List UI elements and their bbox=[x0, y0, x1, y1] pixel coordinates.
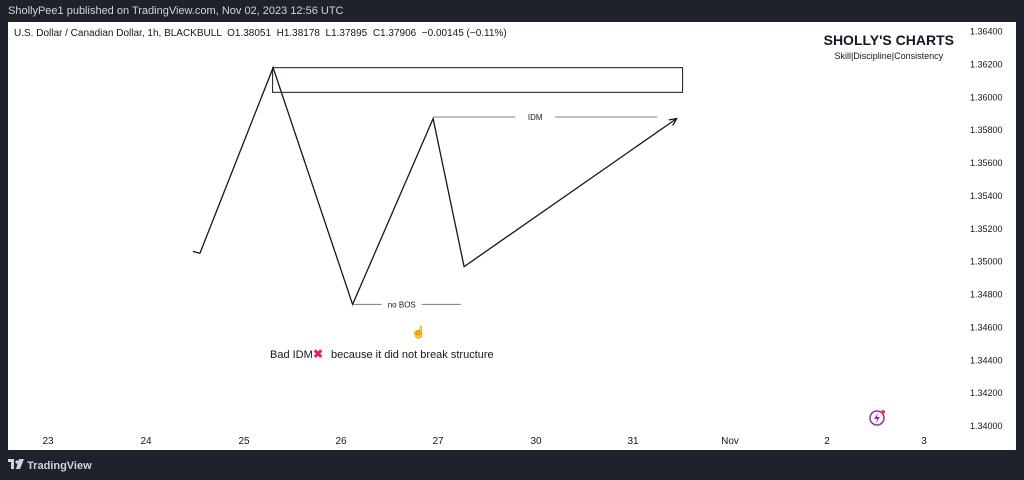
high-label: H bbox=[276, 28, 284, 39]
brand-subtitle: Skill|Discipline|Consistency bbox=[834, 51, 944, 61]
publish-bar: ShollyPee1 published on TradingView.com,… bbox=[0, 0, 1024, 22]
high-value: 1.38178 bbox=[283, 28, 320, 39]
y-tick-label: 1.34000 bbox=[970, 421, 1003, 431]
low-value: 1.37895 bbox=[331, 28, 368, 39]
y-tick-label: 1.35000 bbox=[970, 257, 1003, 267]
brand-watermark: SHOLLY'S CHARTS Skill|Discipline|Consist… bbox=[824, 32, 954, 61]
lightning-glyph bbox=[874, 413, 880, 423]
footer-logo-text: TradingView bbox=[27, 460, 92, 472]
x-tick-label: 25 bbox=[238, 436, 250, 447]
x-tick-label: 26 bbox=[335, 436, 347, 447]
x-tick-label: 3 bbox=[921, 436, 927, 447]
supply-zone-rectangle[interactable] bbox=[272, 67, 684, 93]
tradingview-logo[interactable]: TradingView bbox=[8, 459, 92, 472]
x-tick-label: 23 bbox=[42, 436, 54, 447]
publish-info: ShollyPee1 published on TradingView.com,… bbox=[8, 5, 344, 17]
y-tick-label: 1.36200 bbox=[970, 59, 1003, 69]
y-tick-label: 1.34600 bbox=[970, 322, 1003, 332]
bad-idm-reason: because it did not break structure bbox=[331, 349, 494, 361]
cross-mark-icon: ✖ bbox=[313, 347, 323, 361]
y-tick-label: 1.36000 bbox=[970, 92, 1003, 102]
path-start-tick bbox=[192, 250, 201, 255]
close-label: C bbox=[372, 28, 381, 39]
chart-svg[interactable]: 1.36400 1.36200 1.36000 1.35800 1.35600 1.354… bbox=[8, 22, 1016, 450]
annotation-label[interactable]: IDM bbox=[528, 113, 543, 122]
x-tick-label: 2 bbox=[824, 436, 830, 447]
chart-area[interactable]: 1.36400 1.36200 1.36000 1.35800 1.35600 1.354… bbox=[8, 22, 1016, 450]
hand-pointer-icon: ☝ bbox=[411, 324, 426, 339]
tradingview-logo-icon bbox=[8, 459, 24, 469]
lightning-icon[interactable] bbox=[869, 410, 885, 426]
symbol-legend: U.S. Dollar / Canadian Dollar, 1h, BLACK… bbox=[14, 28, 507, 39]
x-tick-label: 31 bbox=[627, 436, 639, 447]
x-tick-label: 24 bbox=[140, 436, 152, 447]
x-tick-label: 27 bbox=[432, 436, 444, 447]
y-tick-label: 1.35400 bbox=[970, 191, 1003, 201]
open-label: O bbox=[227, 28, 235, 39]
price-path-line[interactable] bbox=[199, 65, 677, 307]
y-tick-label: 1.35600 bbox=[970, 158, 1003, 168]
footer-bar: TradingView bbox=[0, 450, 1024, 480]
y-tick-label: 1.34200 bbox=[970, 388, 1003, 398]
low-label: L bbox=[325, 28, 332, 39]
brand-title: SHOLLY'S CHARTS bbox=[823, 32, 954, 48]
x-tick-label: 30 bbox=[530, 436, 542, 447]
y-tick-label: 1.34800 bbox=[970, 290, 1003, 300]
symbol-name[interactable]: U.S. Dollar / Canadian Dollar, 1h, BLACK… bbox=[14, 28, 222, 39]
y-tick-label: 1.35800 bbox=[970, 125, 1003, 135]
path-arrow-head bbox=[668, 117, 678, 126]
x-tick-label: Nov bbox=[721, 436, 739, 447]
open-value: 1.38051 bbox=[234, 28, 272, 39]
annotation-label[interactable]: no BOS bbox=[388, 300, 416, 309]
change-value: −0.00145 (−0.11%) bbox=[421, 28, 507, 39]
y-tick-label: 1.34400 bbox=[970, 355, 1003, 365]
y-tick-label: 1.36400 bbox=[970, 27, 1003, 37]
y-tick-label: 1.35200 bbox=[970, 224, 1003, 234]
notification-dot bbox=[881, 410, 885, 414]
close-value: 1.37906 bbox=[380, 28, 417, 39]
bad-idm-label[interactable]: Bad IDM bbox=[270, 349, 313, 361]
